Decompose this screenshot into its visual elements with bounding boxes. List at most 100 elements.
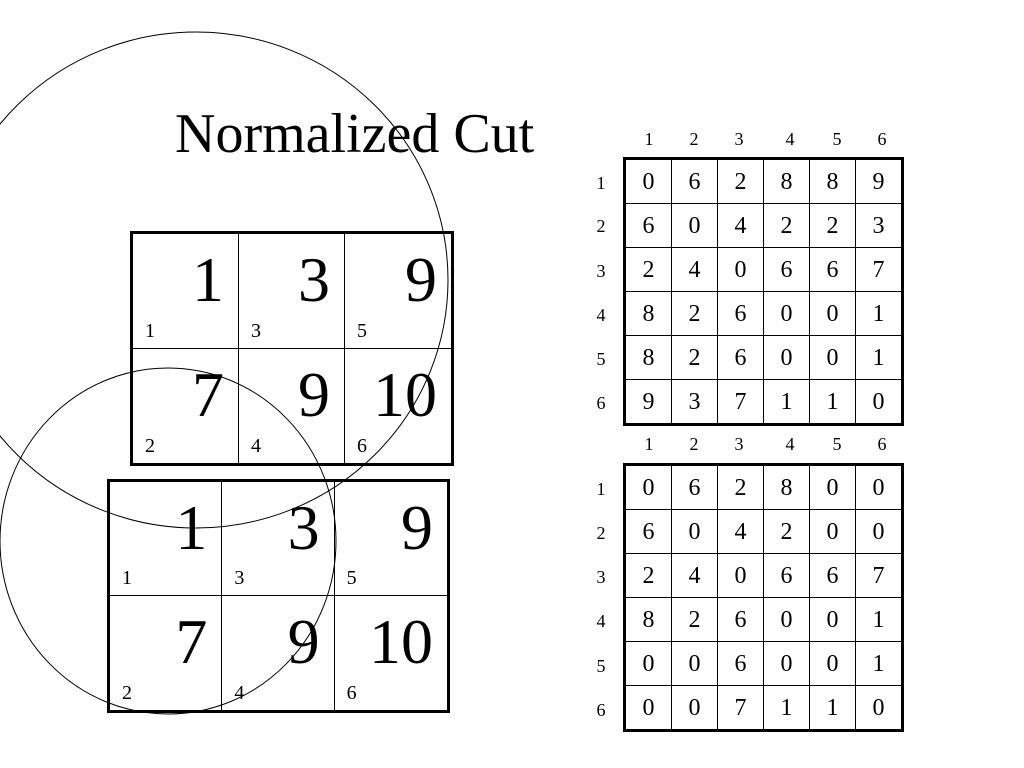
- matrix-cell: 2: [809, 203, 856, 248]
- matrix-cell: 1: [855, 291, 903, 336]
- matrix-cell: 6: [717, 597, 764, 642]
- matrix-cell: 6: [671, 464, 718, 510]
- pixel-index: 2: [145, 435, 155, 457]
- matrix-cell: 0: [855, 509, 903, 554]
- matrix-cell: 4: [671, 247, 718, 292]
- matrix-cell: 0: [624, 464, 672, 510]
- pixel-value: 9: [298, 358, 330, 430]
- matrix-cell: 0: [763, 335, 810, 380]
- matrix-cell: 4: [671, 553, 718, 598]
- row-header: 5: [596, 656, 606, 676]
- pixel-value: 10: [373, 358, 437, 430]
- column-header: 2: [689, 434, 699, 454]
- matrix-cell: 0: [763, 291, 810, 336]
- matrix-cell: 1: [809, 379, 856, 425]
- matrix-cell: 7: [717, 379, 764, 425]
- pixel-index: 3: [234, 567, 245, 589]
- row-header: 2: [596, 523, 606, 543]
- column-header: 6: [877, 129, 887, 149]
- pixel-value: 9: [287, 606, 320, 677]
- matrix-cell: 6: [809, 553, 856, 598]
- matrix-cell: 4: [717, 509, 764, 554]
- matrix-cell: 2: [671, 291, 718, 336]
- pixel-index: 6: [357, 435, 367, 457]
- matrix-cell: 0: [624, 685, 672, 731]
- matrix-cell: 1: [763, 685, 810, 731]
- matrix-cell: 3: [855, 203, 903, 248]
- matrix-cell: 8: [763, 464, 810, 510]
- row-header: 5: [596, 349, 606, 369]
- matrix-cell: 0: [855, 685, 903, 731]
- column-header: 6: [877, 434, 887, 454]
- grid-cell: 10 6: [345, 349, 451, 464]
- matrix-cell: 0: [763, 597, 810, 642]
- column-header: 3: [734, 129, 744, 149]
- matrix-cell: 6: [717, 335, 764, 380]
- pixel-index: 6: [346, 682, 357, 704]
- matrix-cell: 0: [809, 464, 856, 510]
- matrix-cell: 7: [855, 553, 903, 598]
- pixel-index: 4: [251, 435, 261, 457]
- matrix-cell: 0: [855, 464, 903, 510]
- matrix-cell: 4: [717, 203, 764, 248]
- matrix-cell: 0: [624, 158, 672, 204]
- matrix-cell: 0: [809, 291, 856, 336]
- matrix-cell: 6: [763, 553, 810, 598]
- pixel-value: 9: [405, 244, 437, 315]
- pixel-index: 3: [251, 319, 261, 342]
- matrix-cell: 1: [763, 379, 810, 425]
- matrix-cell: 0: [855, 379, 903, 425]
- row-header: 3: [596, 261, 606, 281]
- matrix-cell: 0: [809, 641, 856, 686]
- row-header: 4: [596, 611, 606, 631]
- matrix-cell: 2: [763, 203, 810, 248]
- pixel-value: 1: [175, 492, 208, 563]
- matrix-cell: 0: [624, 641, 672, 686]
- row-header: 6: [596, 393, 606, 413]
- pixel-value: 3: [298, 244, 330, 315]
- column-header: 4: [785, 434, 795, 454]
- column-header: 1: [644, 434, 654, 454]
- pixel-index: 1: [122, 567, 132, 589]
- pixel-value: 3: [287, 492, 320, 563]
- column-header: 2: [689, 129, 699, 149]
- row-header: 2: [596, 216, 606, 236]
- column-header: 1: [644, 129, 654, 149]
- matrix-cell: 0: [671, 685, 718, 731]
- matrix-cell: 1: [809, 685, 856, 731]
- matrix-cell: 2: [624, 247, 672, 292]
- matrix-cell: 3: [671, 379, 718, 425]
- matrix-cell: 9: [855, 158, 903, 204]
- matrix-cell: 8: [624, 597, 672, 642]
- column-header: 4: [785, 129, 795, 149]
- row-header: 4: [596, 305, 606, 325]
- matrix-cell: 2: [671, 597, 718, 642]
- matrix-cell: 6: [624, 509, 672, 554]
- pixel-value: 9: [401, 492, 433, 563]
- matrix-cell: 0: [763, 641, 810, 686]
- pixel-index: 5: [346, 567, 357, 589]
- matrix-cell: 6: [717, 641, 764, 686]
- row-header: 6: [596, 700, 606, 720]
- matrix-cell: 0: [717, 247, 764, 292]
- pixel-value: 1: [192, 244, 224, 315]
- matrix-cell: 8: [624, 291, 672, 336]
- matrix-cell: 9: [624, 379, 672, 425]
- column-header: 5: [832, 434, 842, 454]
